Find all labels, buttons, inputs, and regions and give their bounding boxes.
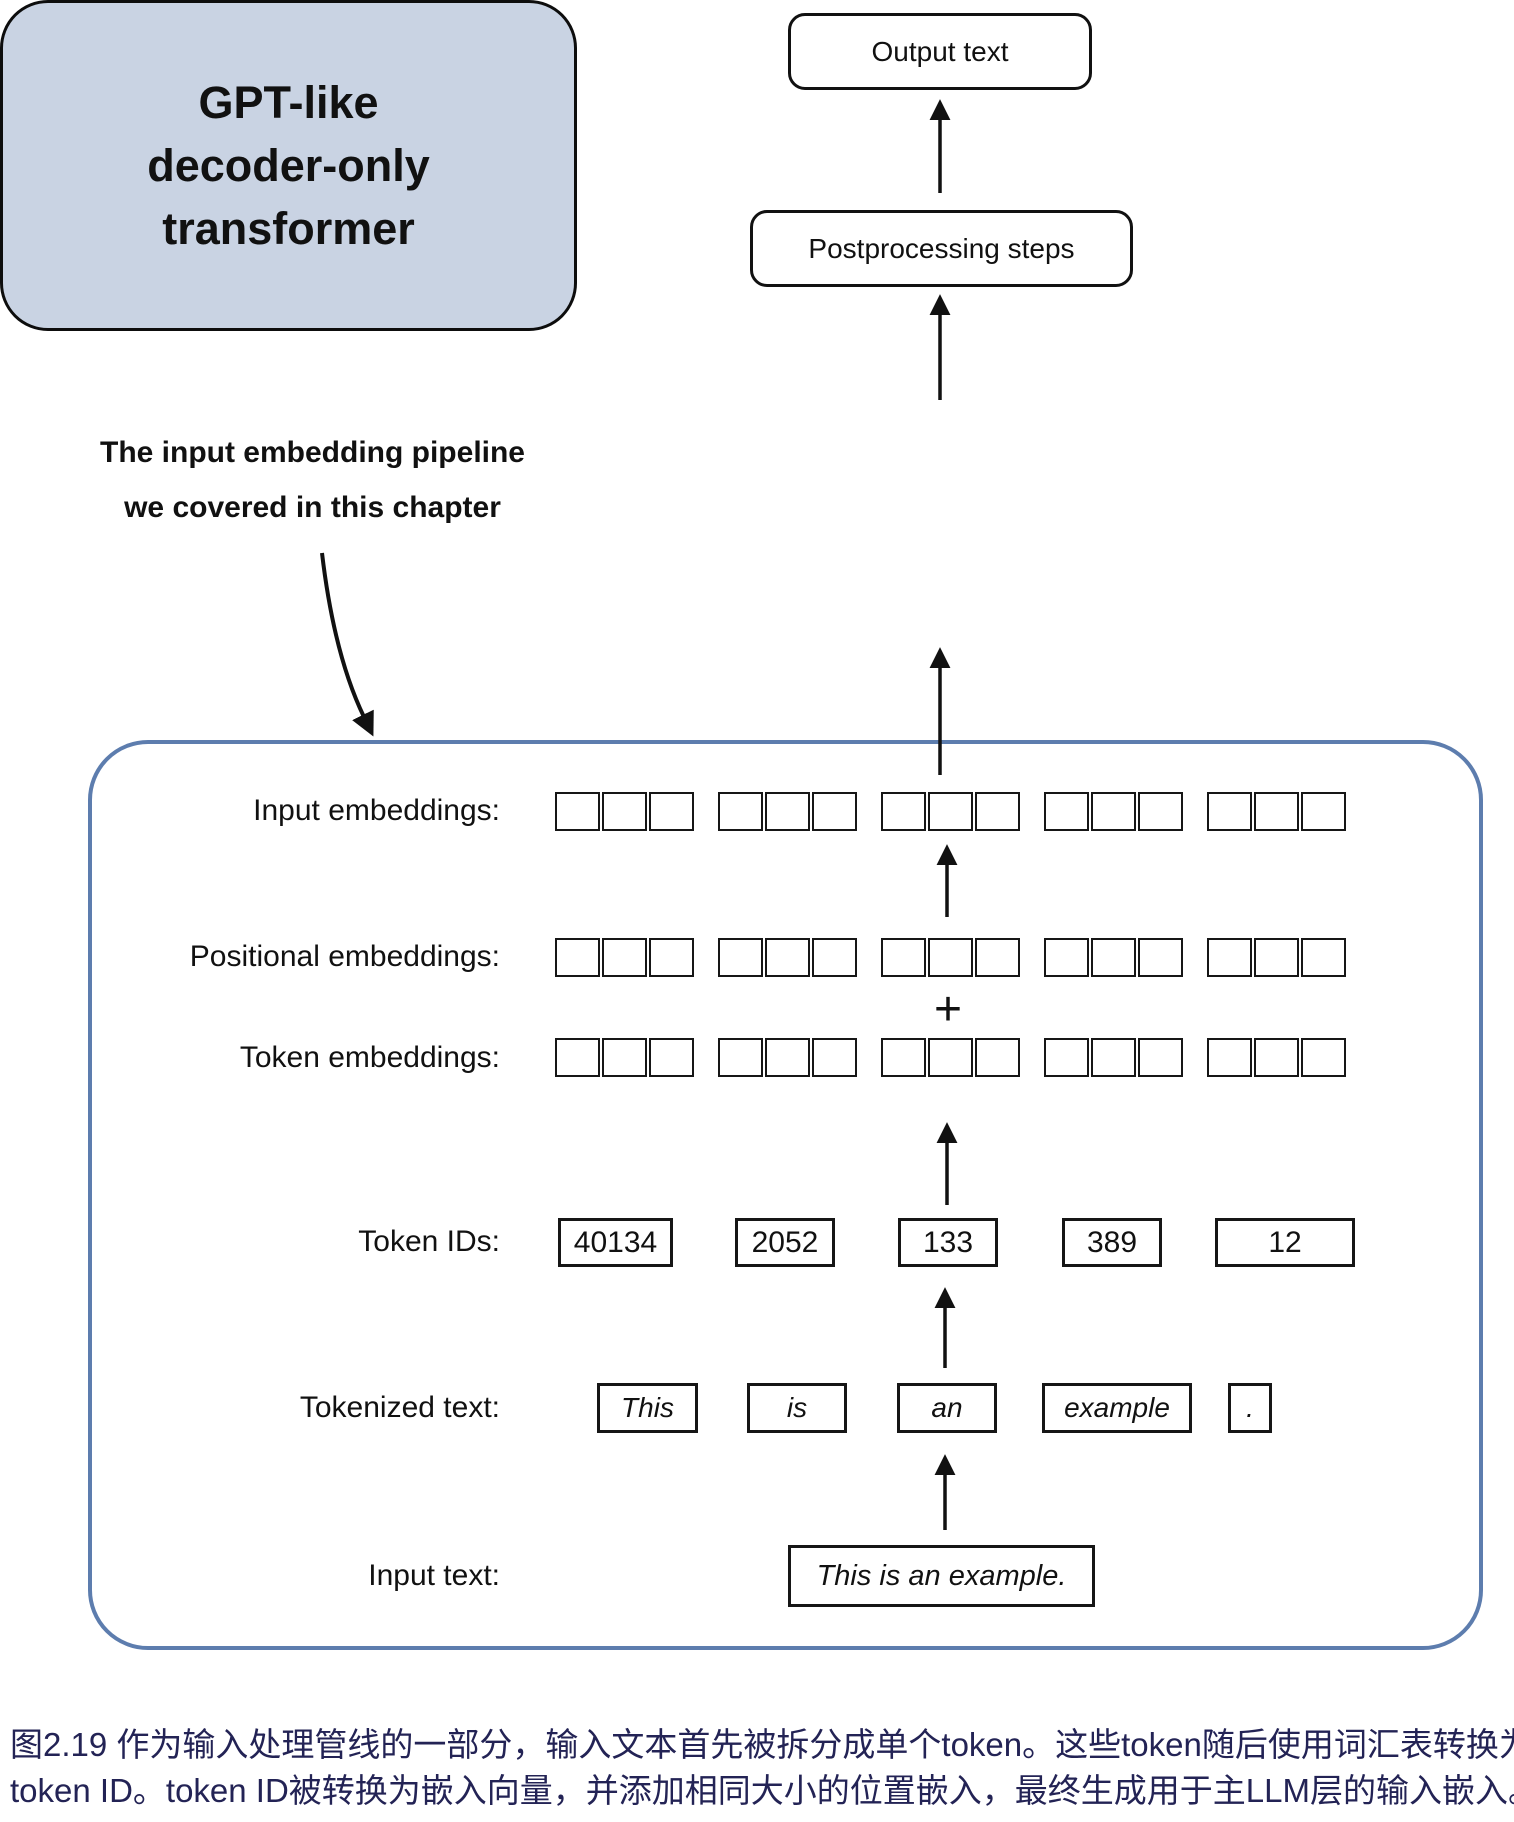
embedding-cell (1044, 938, 1089, 977)
embedding-cell (555, 792, 600, 831)
input-embeddings-row (555, 792, 1346, 831)
embedding-cell (1138, 792, 1183, 831)
embedding-cell (1207, 1038, 1252, 1077)
embedding-cell (812, 938, 857, 977)
embedding-cell (718, 938, 763, 977)
embedding-cell (718, 792, 763, 831)
embedding-cell (975, 938, 1020, 977)
embedding-cell (1207, 792, 1252, 831)
embedding-cell (975, 792, 1020, 831)
embedding-cell (602, 1038, 647, 1077)
transformer-line-2: decoder-only (147, 140, 430, 191)
embedding-cell (1254, 1038, 1299, 1077)
token-box: example (1042, 1383, 1192, 1433)
transformer-line-1: GPT-like (198, 77, 379, 128)
embedding-cell (1091, 1038, 1136, 1077)
tokenized-text-label: Tokenized text: (299, 1391, 500, 1424)
embedding-cell (1044, 1038, 1089, 1077)
token-id-box: 40134 (558, 1218, 673, 1267)
embedding-cell (1138, 938, 1183, 977)
embedding-vector (1044, 938, 1183, 977)
embedding-cell (649, 938, 694, 977)
token-id-box: 133 (898, 1218, 998, 1267)
embedding-cell (1254, 938, 1299, 977)
embedding-vector (1207, 938, 1346, 977)
embedding-cell (1091, 938, 1136, 977)
embedding-vector (718, 792, 857, 831)
token-box: This (597, 1383, 698, 1433)
embedding-cell (649, 1038, 694, 1077)
embedding-cell (649, 792, 694, 831)
token-box: . (1228, 1383, 1272, 1433)
token-embeddings-row (555, 1038, 1346, 1077)
embedding-cell (765, 792, 810, 831)
embedding-cell (1044, 792, 1089, 831)
transformer-line-3: transformer (162, 203, 415, 254)
token-box: an (897, 1383, 997, 1433)
embedding-cell (881, 938, 926, 977)
embedding-vector (881, 792, 1020, 831)
embedding-vector (881, 1038, 1020, 1077)
embedding-cell (1254, 792, 1299, 831)
embedding-vector (718, 938, 857, 977)
embedding-cell (555, 938, 600, 977)
embedding-cell (1207, 938, 1252, 977)
transformer-box: GPT-like decoder-only transformer (0, 0, 577, 331)
embedding-cell (718, 1038, 763, 1077)
postprocessing-label: Postprocessing steps (808, 232, 1075, 264)
embedding-pipeline-container (88, 740, 1483, 1650)
input-text-label: Input text: (368, 1559, 500, 1592)
plus-sign: + (933, 982, 963, 1036)
positional-embeddings-label: Positional embeddings: (189, 940, 500, 973)
embedding-cell (881, 1038, 926, 1077)
output-text-box: Output text (788, 13, 1092, 90)
embedding-cell (928, 1038, 973, 1077)
token-embeddings-label: Token embeddings: (239, 1041, 500, 1074)
embedding-cell (765, 938, 810, 977)
embedding-vector (881, 938, 1020, 977)
annotation-line-2: we covered in this chapter (124, 491, 501, 524)
embedding-cell (1301, 938, 1346, 977)
embedding-cell (1091, 792, 1136, 831)
token-id-box: 389 (1062, 1218, 1162, 1267)
embedding-vector (1207, 792, 1346, 831)
embedding-cell (555, 1038, 600, 1077)
annotation-line-1: The input embedding pipeline (100, 436, 525, 469)
embedding-vector (1044, 792, 1183, 831)
annotation-arrow (320, 552, 374, 737)
figure-caption: 图2.19 作为输入处理管线的一部分，输入文本首先被拆分成单个token。这些t… (10, 1722, 1514, 1814)
embedding-cell (812, 1038, 857, 1077)
embedding-vector (555, 792, 694, 831)
embedding-cell (928, 792, 973, 831)
caption-line-1: 图2.19 作为输入处理管线的一部分，输入文本首先被拆分成单个token。这些t… (10, 1726, 1514, 1763)
embedding-vector (555, 1038, 694, 1077)
handwritten-annotation: The input embedding pipeline we covered … (90, 425, 535, 535)
embedding-cell (881, 792, 926, 831)
embedding-cell (602, 938, 647, 977)
postprocessing-box: Postprocessing steps (750, 210, 1133, 287)
positional-embeddings-row (555, 938, 1346, 977)
output-text-label: Output text (871, 35, 1009, 67)
embedding-vector (1044, 1038, 1183, 1077)
embedding-cell (765, 1038, 810, 1077)
embedding-vector (718, 1038, 857, 1077)
token-box: is (747, 1383, 847, 1433)
embedding-cell (1301, 1038, 1346, 1077)
embedding-vector (1207, 1038, 1346, 1077)
embedding-cell (928, 938, 973, 977)
embedding-cell (602, 792, 647, 831)
embedding-cell (975, 1038, 1020, 1077)
input-embeddings-label: Input embeddings: (253, 794, 500, 827)
input-text-box: This is an example. (788, 1545, 1095, 1607)
embedding-vector (555, 938, 694, 977)
caption-line-2: token ID。token ID被转换为嵌入向量，并添加相同大小的位置嵌入，最… (10, 1772, 1514, 1809)
embedding-cell (812, 792, 857, 831)
token-id-box: 12 (1215, 1218, 1355, 1267)
token-ids-label: Token IDs: (358, 1225, 500, 1258)
embedding-cell (1301, 792, 1346, 831)
embedding-cell (1138, 1038, 1183, 1077)
token-id-box: 2052 (735, 1218, 835, 1267)
